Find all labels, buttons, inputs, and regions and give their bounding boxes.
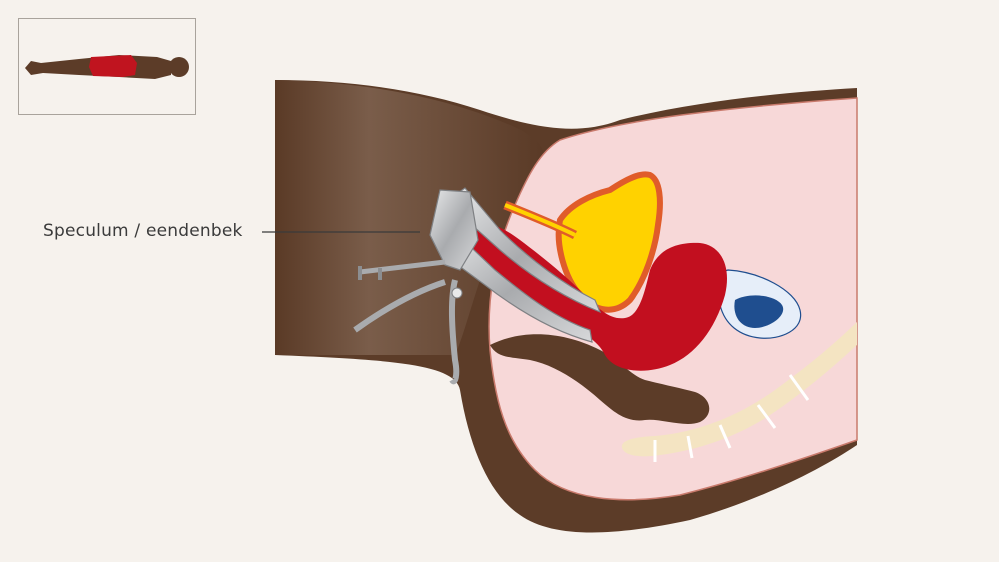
- body-position-thumbnail: [18, 18, 196, 115]
- sacrum-bone: [621, 322, 857, 457]
- lying-body-icon: [25, 55, 189, 79]
- speculum-instrument: [353, 187, 602, 385]
- symphysis-core: [734, 295, 784, 328]
- rectum: [490, 334, 710, 424]
- vertebra-lines: [653, 374, 810, 462]
- thigh: [275, 80, 544, 355]
- speculum-label: Speculum / eendenbek: [43, 221, 243, 241]
- urethra-inner: [504, 203, 576, 237]
